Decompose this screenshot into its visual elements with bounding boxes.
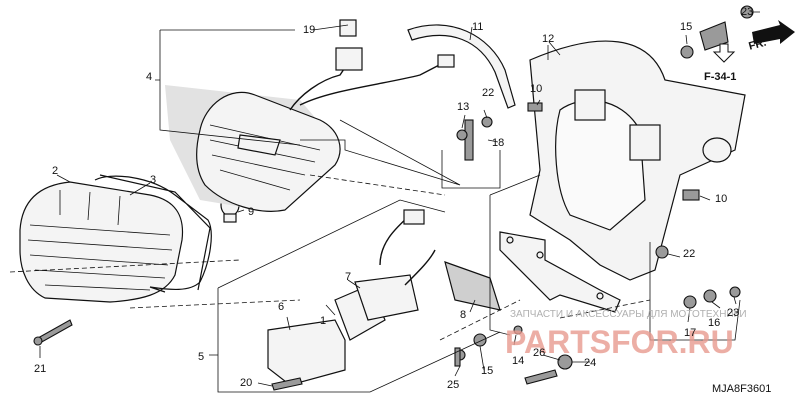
callout-1: 1: [320, 315, 326, 327]
callout-21: 21: [34, 363, 46, 375]
group-box-4: [159, 29, 461, 186]
group-box-12: [489, 45, 549, 336]
diagram-code: MJA8F3601: [712, 383, 771, 395]
callout-20: 20: [240, 377, 252, 389]
callout-11: 11: [472, 21, 483, 33]
callout-6: 6: [278, 301, 284, 313]
callout-4: 4: [146, 71, 152, 83]
callout-12: 12: [542, 33, 554, 45]
callout-26: 26: [533, 347, 545, 359]
callout-numbers: 1234567891010111213141515161718192021222…: [34, 6, 753, 391]
callout-24: 24: [584, 357, 596, 369]
direction-label: FR.: [747, 37, 767, 53]
callout-15: 15: [481, 365, 493, 377]
callout-19: 19: [303, 24, 315, 36]
light-base: [165, 85, 341, 212]
socket-7: [354, 209, 436, 321]
pads-10: [527, 102, 700, 201]
callout-9: 9: [248, 206, 254, 218]
callout-22: 22: [482, 87, 494, 99]
callout-13: 13: [457, 101, 469, 113]
callout-25: 25: [447, 379, 459, 391]
lens-gasket: [94, 174, 212, 293]
callout-14: 14: [512, 355, 524, 367]
fr-direction-arrow: FR.: [747, 20, 795, 53]
ref-arrow: F-34-1: [704, 43, 736, 83]
callout-16: 16: [708, 317, 720, 329]
callout-18: 18: [492, 137, 504, 149]
license-light-lens: [267, 319, 346, 386]
license-bracket: [499, 231, 621, 313]
callout-3: 3: [150, 174, 156, 186]
group-box-18: [441, 150, 501, 189]
reflector-8: [444, 261, 501, 311]
group-box-17: [649, 242, 741, 341]
screw-21: [33, 319, 73, 346]
dashed-routes: [9, 174, 651, 341]
ref-label: F-34-1: [704, 71, 736, 83]
callout-10: 10: [530, 83, 542, 95]
rear-fender: [529, 40, 746, 281]
watermark-text-1: ЗАПЧАСТИ И АКСЕССУАРЫ ДЛЯ МОТОТЕХНИКИ: [510, 309, 747, 320]
callout-10: 10: [715, 193, 727, 205]
callout-5: 5: [198, 351, 204, 363]
wire-harness: [289, 19, 455, 111]
callout-22: 22: [683, 248, 695, 260]
callout-23: 23: [741, 6, 753, 18]
strip-11: [407, 24, 516, 109]
taillight-lens: [19, 181, 184, 303]
callout-2: 2: [52, 165, 58, 177]
group-box-5: [217, 199, 501, 393]
callout-8: 8: [460, 309, 466, 321]
watermark-text-2: PARTSFOR.RU: [505, 324, 734, 360]
callout-15: 15: [680, 21, 692, 33]
callout-17: 17: [684, 327, 696, 339]
callout-23: 23: [727, 307, 739, 319]
leader-lines: [39, 11, 760, 387]
watermark: ЗАПЧАСТИ И АКСЕССУАРЫ ДЛЯ МОТОТЕХНИКИ PA…: [505, 309, 747, 360]
callout-7: 7: [345, 271, 351, 283]
